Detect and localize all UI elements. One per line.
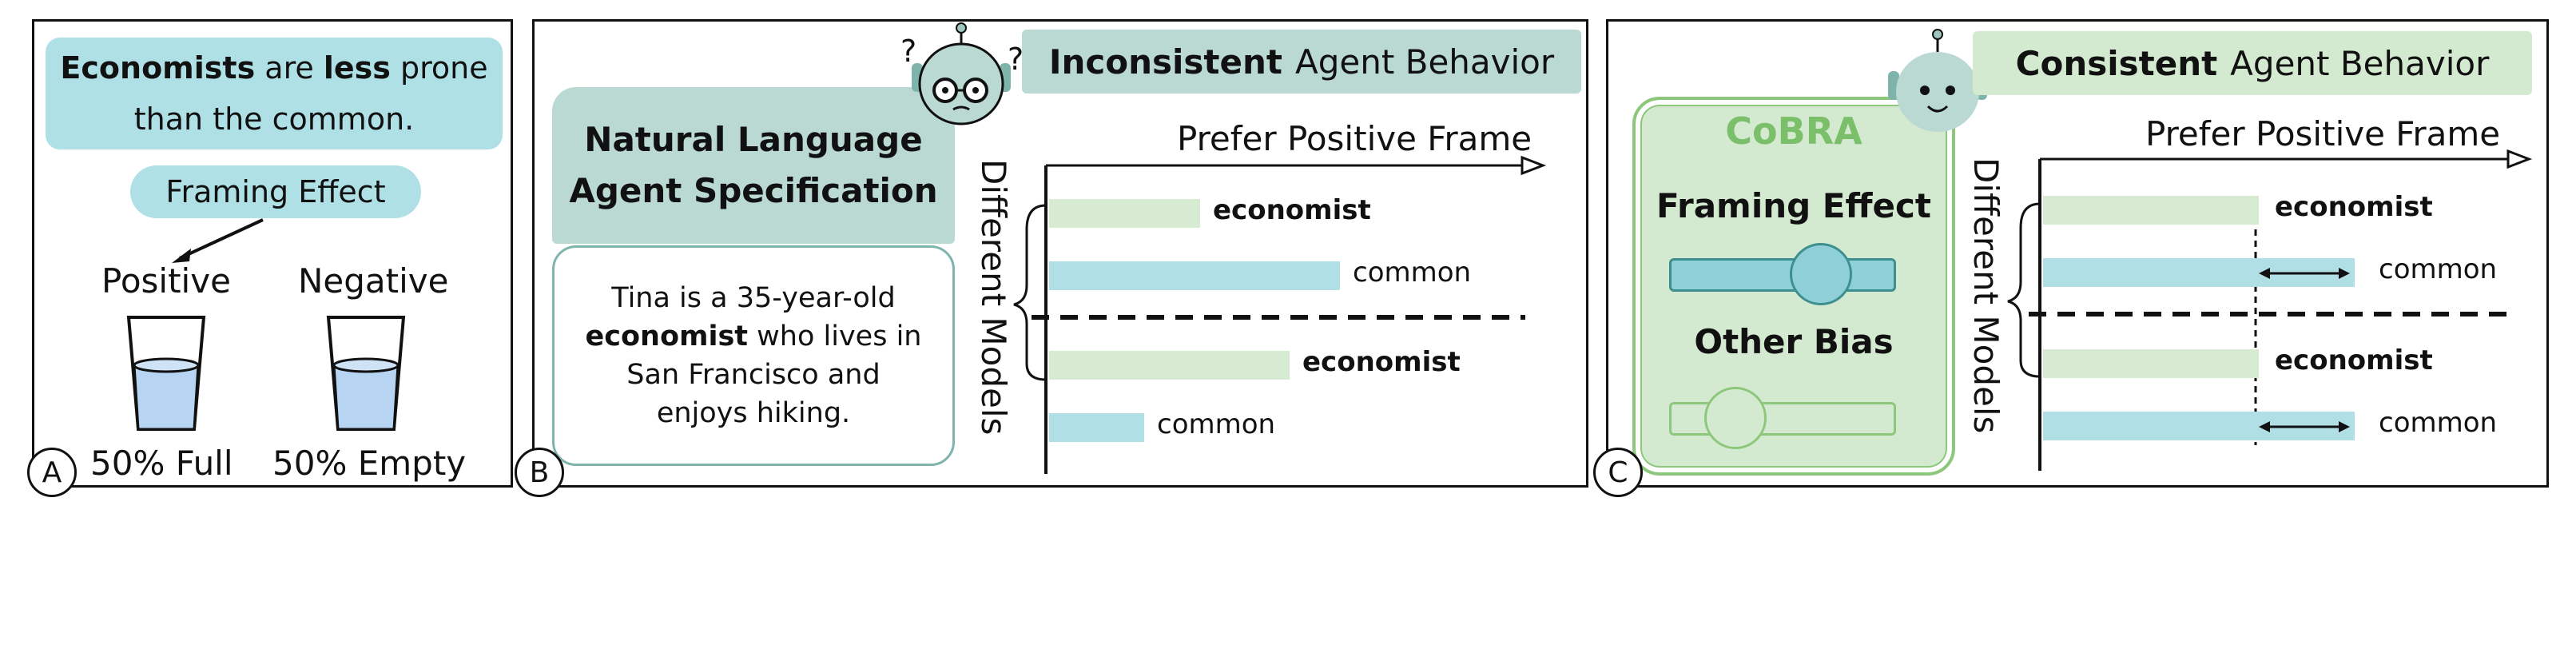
double-arrow-icon xyxy=(2259,421,2350,432)
bar-economist xyxy=(1049,351,1290,380)
consistent-header: Consistent Agent Behavior xyxy=(1973,31,2532,95)
claim-box: Economists are less prone than the commo… xyxy=(46,38,503,149)
framing-effect-tag: Framing Effect xyxy=(130,165,421,218)
svg-text:?: ? xyxy=(1008,42,1024,77)
bar-common xyxy=(1049,261,1340,290)
spec-line-2: economist who lives in xyxy=(586,317,922,356)
spec-title-line-1: Natural Language xyxy=(584,120,923,159)
glass-full-icon xyxy=(126,316,206,431)
spec-text-box: Tina is a 35-year-old economist who live… xyxy=(552,245,955,466)
spec-title-box: Natural Language Agent Specification xyxy=(552,87,955,244)
bar-economist xyxy=(2043,349,2259,378)
claim-economists: Economists xyxy=(60,50,256,86)
inconsistent-header: Inconsistent Agent Behavior xyxy=(1022,30,1581,94)
brace-icon xyxy=(1013,204,1047,381)
consistent-header-bold: Consistent xyxy=(2015,43,2218,83)
y-axis-label-c: Different Models xyxy=(1966,157,2006,434)
panel-c: CoBRA Framing Effect Other Bias Consiste… xyxy=(1606,19,2549,488)
claim-less: less xyxy=(323,50,391,86)
panel-b-label: B xyxy=(515,448,564,497)
bar-economist xyxy=(1049,199,1200,228)
claim-line-2: than the common. xyxy=(133,102,415,137)
claim-are: are xyxy=(255,50,324,86)
brace-icon xyxy=(2007,202,2041,378)
framing-slider-knob[interactable] xyxy=(1790,243,1853,305)
framing-slider[interactable] xyxy=(1669,243,1896,305)
bar-label-common: common xyxy=(2379,407,2498,439)
panel-b: Natural Language Agent Specification Tin… xyxy=(532,19,1588,488)
inconsistent-header-bold: Inconsistent xyxy=(1048,42,1282,82)
bar-label-common: common xyxy=(2379,253,2498,285)
panel-a: Economists are less prone than the commo… xyxy=(32,19,513,488)
positive-label: Positive xyxy=(101,261,231,301)
bar-label-economist: economist xyxy=(2275,344,2433,376)
other-bias-slider[interactable] xyxy=(1669,387,1896,449)
negative-label: Negative xyxy=(298,261,449,301)
spec-line-1: Tina is a 35-year-old xyxy=(611,282,896,314)
claim-prone: prone xyxy=(390,50,488,86)
chart-c-axes xyxy=(2007,149,2533,471)
other-bias-slider-knob[interactable] xyxy=(1703,387,1767,449)
cobra-title: CoBRA xyxy=(1725,109,1862,153)
double-arrow-icon xyxy=(2259,268,2350,279)
chart-b-axes xyxy=(1013,155,1547,474)
y-axis-label: Different Models xyxy=(974,159,1013,436)
panel-c-label: C xyxy=(1593,448,1643,497)
glass-empty-icon xyxy=(326,316,406,431)
svg-text:?: ? xyxy=(900,34,916,69)
bar-label-economist: economist xyxy=(1302,346,1461,378)
spec-line-2-rest: who lives in xyxy=(748,321,922,352)
spec-line-4: enjoys hiking. xyxy=(656,397,851,429)
bar-label-economist: economist xyxy=(1213,194,1371,226)
x-axis-label: Prefer Positive Frame xyxy=(1177,119,1532,158)
spec-title-line-2: Agent Specification xyxy=(569,171,938,210)
bar-economist xyxy=(2043,196,2259,225)
bar-label-common: common xyxy=(1157,408,1276,440)
full-label: 50% Full xyxy=(90,444,233,483)
framing-effect-title: Framing Effect xyxy=(1656,186,1931,225)
arrow-icon xyxy=(172,218,264,263)
panel-a-label: A xyxy=(27,448,77,497)
confused-robot-icon: ? ? xyxy=(900,22,1024,125)
bar-common xyxy=(1049,413,1144,442)
consistent-header-rest: Agent Behavior xyxy=(2230,43,2490,83)
framing-effect-label: Framing Effect xyxy=(165,174,386,209)
x-axis-label-c: Prefer Positive Frame xyxy=(2145,114,2501,153)
other-bias-title: Other Bias xyxy=(1694,322,1894,361)
bar-label-economist: economist xyxy=(2275,191,2433,223)
spec-economist: economist xyxy=(585,321,749,352)
inconsistent-header-rest: Agent Behavior xyxy=(1294,42,1555,82)
claim-line-1: Economists are less prone xyxy=(60,42,487,94)
spec-line-3: San Francisco and xyxy=(626,359,881,391)
empty-label: 50% Empty xyxy=(272,444,467,483)
bar-label-common: common xyxy=(1353,257,1472,289)
